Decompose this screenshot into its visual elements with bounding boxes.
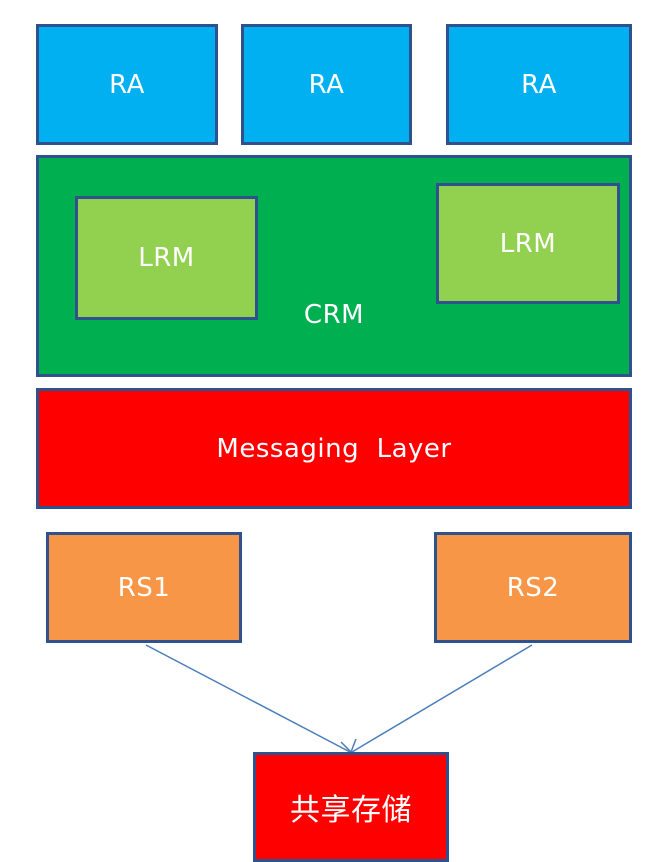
lrm-box-1: LRM <box>75 196 258 320</box>
arrow-rs2-to-storage <box>351 644 533 753</box>
messaging-layer-label: Messaging Layer <box>216 433 452 464</box>
ra-label: RA <box>308 69 345 100</box>
rs2-box: RS2 <box>434 532 632 643</box>
lrm-box-2: LRM <box>436 183 620 304</box>
ra-label: RA <box>521 69 557 100</box>
ra-label: RA <box>109 69 145 100</box>
rs2-label: RS2 <box>506 572 560 603</box>
lrm-label: LRM <box>499 228 557 259</box>
rs1-label: RS1 <box>117 572 171 603</box>
arrowhead-icon <box>340 738 357 754</box>
rs1-box: RS1 <box>46 532 242 643</box>
ra-box-3: RA <box>446 24 632 145</box>
arrow-rs1-to-storage <box>145 644 351 753</box>
crm-container: LRM LRM CRM <box>36 155 632 377</box>
lrm-label: LRM <box>138 243 195 273</box>
messaging-layer-box: Messaging Layer <box>36 388 632 509</box>
shared-storage-box: 共享存储 <box>253 752 449 862</box>
crm-label: CRM <box>303 300 365 330</box>
ra-box-1: RA <box>36 24 218 145</box>
ra-box-2: RA <box>241 24 412 145</box>
shared-storage-label: 共享存储 <box>290 793 412 828</box>
